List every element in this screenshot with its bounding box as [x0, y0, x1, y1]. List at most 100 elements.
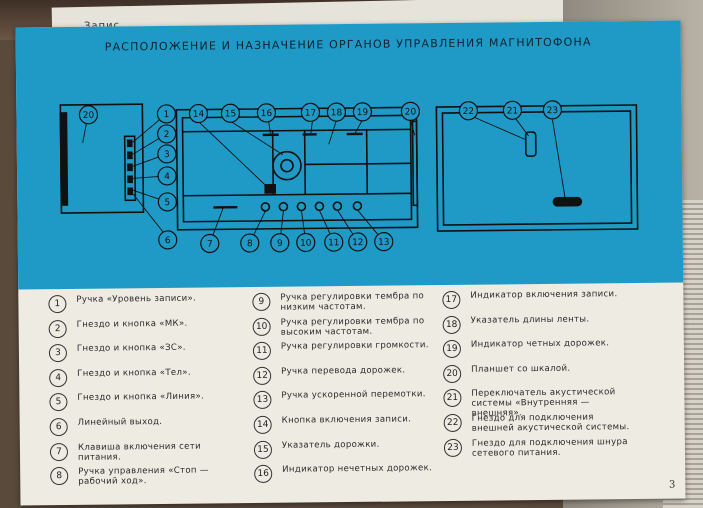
legend-number: 5	[49, 393, 68, 412]
legend-text: Ручка ускоренной перемотки.	[281, 389, 426, 402]
legend-text: Ручка регулировки тембра по высоким част…	[280, 315, 425, 338]
legend-column-2: 9 Ручка регулировки тембра по низким част…	[252, 291, 436, 490]
callout-label: 10	[300, 239, 312, 249]
legend-text: Планшет со шкалой.	[471, 363, 571, 375]
callout-circle	[157, 166, 177, 186]
legend-text: Индикатор нечетных дорожек.	[282, 463, 433, 475]
callout-circle	[324, 232, 344, 252]
legend-item: 9 Ручка регулировки тембра по низким част…	[252, 291, 434, 317]
callout-circle	[296, 232, 316, 253]
callout-circle	[270, 233, 290, 253]
callout-label: 13	[378, 238, 390, 248]
legend-number: 15	[253, 440, 273, 459]
legend-item: 19 Индикатор четных дорожек.	[442, 338, 633, 364]
side-view-panel	[123, 135, 137, 202]
legend-text: Ручка управления «Стоп — рабочий ход».	[78, 465, 209, 488]
callout-label: 23	[547, 106, 559, 116]
legend-number: 8	[50, 467, 69, 486]
callout-label: 20	[83, 111, 95, 121]
page-number: 3	[668, 479, 676, 491]
callout-circle	[157, 144, 177, 164]
legend-number: 11	[252, 342, 272, 361]
legend-item: 4 Гнездо и кнопка «Тел».	[49, 367, 229, 393]
top-view-body	[175, 106, 419, 231]
callout-circle	[256, 103, 277, 123]
legend-number: 16	[254, 464, 273, 484]
legend-text: Клавиша включения сети питания.	[77, 441, 201, 463]
callout-circle	[374, 232, 394, 252]
callout-circle	[156, 104, 177, 124]
legend-text: Гнездо и кнопка «ЗС».	[76, 342, 186, 355]
callout-circle	[300, 102, 321, 123]
legend-item: 13 Ручка ускоренной перемотки.	[253, 389, 435, 415]
legend-text: Линейный выход.	[77, 416, 163, 428]
callout-label: 4	[164, 172, 170, 182]
legend-text: Ручка перевода дорожек.	[281, 365, 406, 377]
legend-item: 2 Гнездо и кнопка «МК».	[48, 318, 229, 344]
manual-page: РАСПОЛОЖЕНИЕ И НАЗНАЧЕНИЕ ОРГАНОВ УПРАВЛ…	[15, 20, 686, 506]
callout-label: 15	[225, 109, 237, 119]
callout-circle	[458, 101, 479, 121]
power-socket	[552, 196, 583, 207]
legend-text: Гнездо и кнопка «Тел».	[77, 367, 191, 379]
callout-circle	[348, 232, 368, 252]
legend-number: 2	[48, 319, 67, 338]
callout-label: 21	[507, 106, 519, 116]
legend-text: Указатель дорожки.	[281, 439, 380, 451]
callout-circle	[220, 103, 241, 123]
callout-label: 16	[261, 109, 273, 119]
legend-text: Указатель длины ленты.	[470, 314, 590, 326]
legend-text: Ручка регулировки громкости.	[280, 340, 429, 352]
callout-label: 3	[164, 150, 170, 160]
legend-item: 5 Гнездо и кнопка «Линия».	[49, 392, 229, 418]
callout-label: 18	[331, 108, 343, 118]
legend-number: 7	[49, 442, 69, 461]
side-view-handle	[59, 112, 69, 206]
callout-circle	[78, 105, 99, 125]
legend-number: 19	[442, 340, 462, 359]
callout-label: 19	[357, 108, 369, 118]
callout-label: 6	[165, 236, 171, 246]
legend-item: 6 Линейный выход.	[49, 416, 230, 442]
callout-circle	[502, 100, 523, 120]
legend-text: Кнопка включения записи.	[281, 414, 412, 426]
legend-text: Ручка регулировки тембра по низким часто…	[280, 291, 425, 313]
callout-circle	[542, 100, 563, 120]
callout-circle	[157, 192, 177, 212]
top-view-deck	[181, 114, 413, 223]
legend-text: Гнездо и кнопка «Линия».	[77, 391, 205, 404]
legend-number: 9	[252, 292, 271, 312]
callout-circle	[188, 103, 209, 124]
legend-text: Гнездо для подключения шнура сетевого пи…	[471, 436, 628, 459]
legend-text: Индикатор четных дорожек.	[470, 338, 610, 350]
callout-circle	[200, 233, 220, 254]
callout-circle	[240, 233, 260, 253]
legend-number: 12	[253, 366, 272, 385]
callout-label: 9	[277, 239, 283, 249]
diagram-panel: РАСПОЛОЖЕНИЕ И НАЗНАЧЕНИЕ ОРГАНОВ УПРАВЛ…	[15, 20, 684, 290]
top-view-edge	[411, 120, 419, 207]
legend-text: Гнездо для подключения внешней акустичес…	[471, 412, 630, 434]
legend-number: 13	[253, 391, 272, 410]
callout-circle	[352, 102, 373, 122]
legend-item: 14 Кнопка включения записи.	[253, 414, 436, 440]
legend-number: 6	[49, 417, 68, 437]
back-view-body	[435, 104, 639, 232]
legend-item: 11 Ручка регулировки громкости.	[252, 340, 435, 366]
legend-text: Гнездо и кнопка «МК».	[76, 318, 188, 330]
callout-label: 1	[164, 110, 170, 120]
legend-text: Индикатор включения записи.	[470, 289, 618, 301]
callout-label: 22	[463, 107, 475, 117]
callout-label: 11	[328, 238, 340, 248]
legend-number: 4	[49, 368, 68, 387]
legend-number: 3	[48, 344, 68, 363]
legend-number: 14	[253, 415, 272, 434]
